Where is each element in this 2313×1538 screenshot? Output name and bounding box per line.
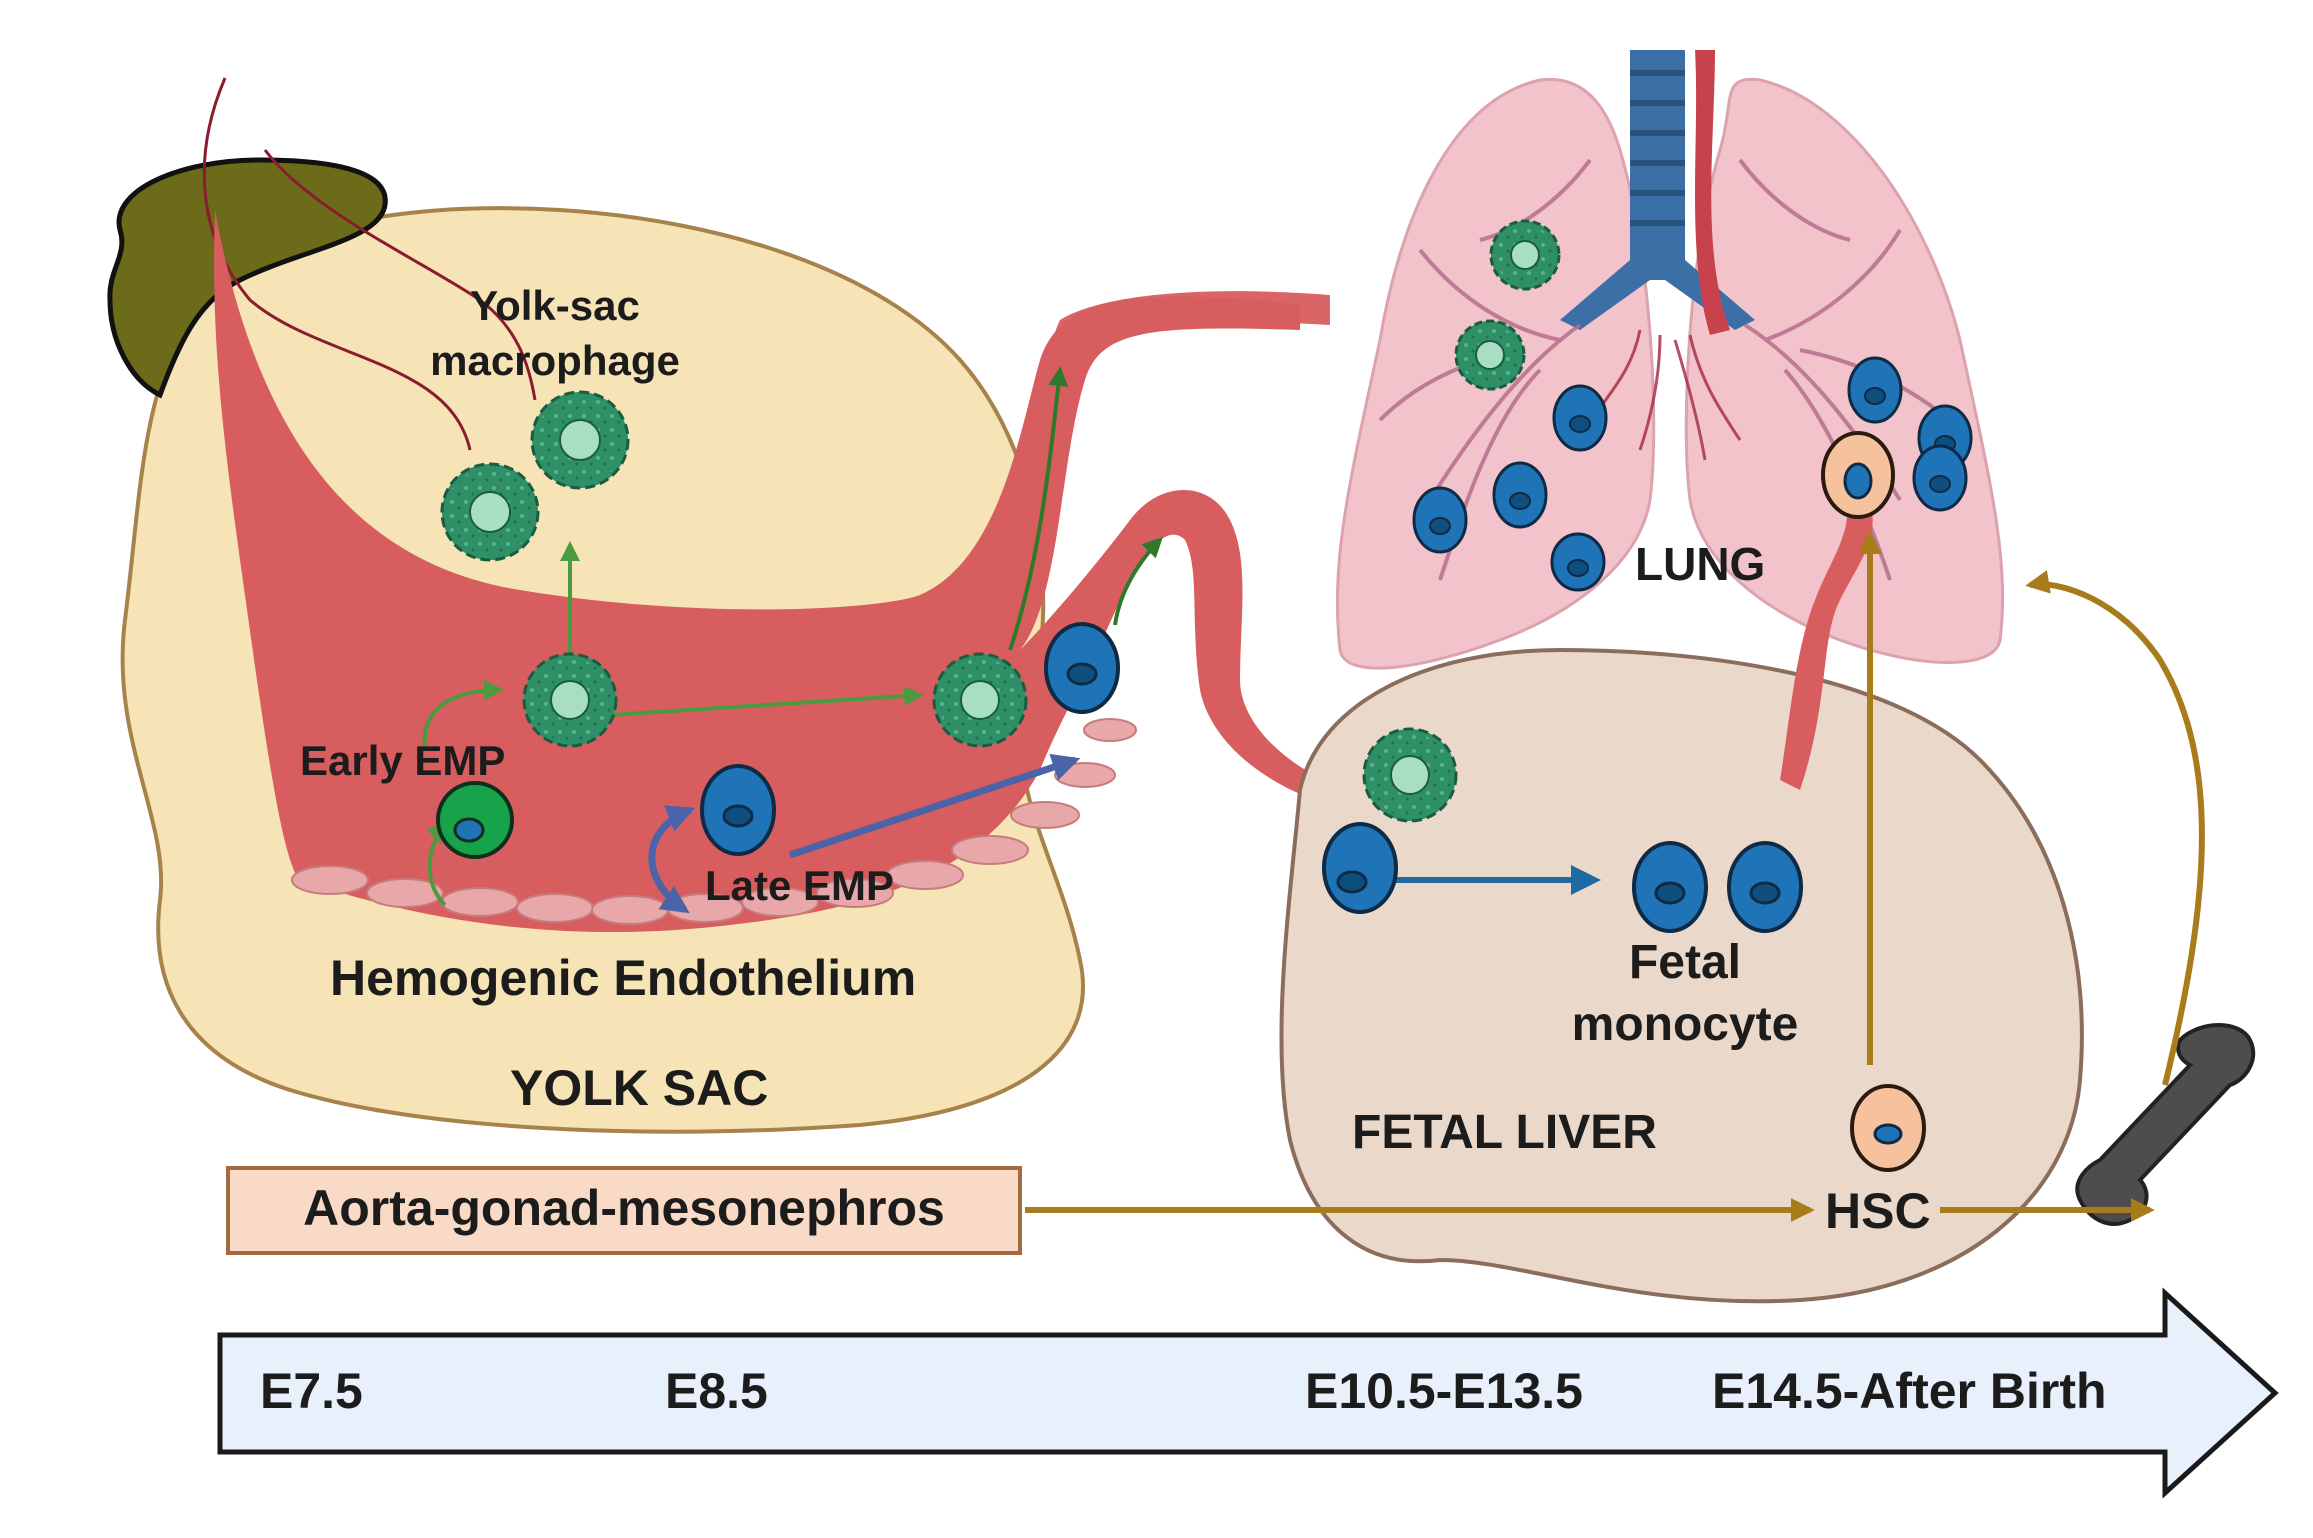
monocyte-icon [700, 764, 776, 856]
monocyte-icon [1550, 532, 1606, 592]
hsc-label: HSC [1825, 1183, 1931, 1239]
yolk-sac-macrophage-label-line2: macrophage [430, 337, 680, 384]
bone-icon [2075, 1023, 2256, 1226]
early-emp-label: Early EMP [300, 737, 505, 784]
monocyte-icon [1632, 841, 1708, 933]
monocyte-icon [1322, 822, 1398, 914]
monocyte-icon [1912, 444, 1968, 512]
macrophage-icon [932, 652, 1028, 748]
macrophage-icon [1362, 727, 1458, 823]
gold-arrows [1025, 530, 2205, 1222]
monocyte-icon [1727, 841, 1803, 933]
blue-arrows [648, 753, 1081, 914]
macrophage-icon [1489, 219, 1561, 291]
monocyte-icon [1552, 384, 1608, 452]
timeline-e14-5-after-birth: E14.5-After Birth [1712, 1363, 2107, 1419]
macrophage-icon [522, 652, 618, 748]
placenta-icon [107, 157, 388, 399]
vessel-liver-to-lung [1780, 495, 1873, 790]
hsc-cells [1821, 431, 1926, 1172]
macrophage-icon [530, 390, 630, 490]
hsc-icon [1850, 1084, 1926, 1172]
timeline-e10-5-e13-5: E10.5-E13.5 [1305, 1363, 1583, 1419]
monocyte-icon [1492, 461, 1548, 529]
yolk-sac-label: YOLK SAC [510, 1060, 768, 1116]
agm-label: Aorta-gonad-mesonephros [303, 1180, 945, 1236]
timeline-e7-5: E7.5 [260, 1363, 363, 1419]
lung-label: LUNG [1635, 538, 1765, 590]
late-emp-label: Late EMP [705, 862, 894, 909]
monocyte-cells [700, 356, 1973, 933]
timeline-arrow [217, 1287, 2279, 1499]
green-arrows [422, 366, 1163, 907]
macrophage-icon [1454, 319, 1526, 391]
timeline-e8-5: E8.5 [665, 1363, 768, 1419]
agm-box [226, 1166, 1022, 1255]
monocyte-icon [1412, 486, 1468, 554]
macrophage-icon [440, 462, 540, 562]
early-emp-icon [436, 781, 514, 859]
fetal-monocyte-label-line2: monocyte [1572, 998, 1799, 1051]
endothelium-cells [291, 718, 1137, 925]
hsc-icon [1821, 431, 1895, 519]
fetal-monocyte-label-line1: Fetal [1629, 936, 1741, 989]
macrophage-cells [440, 219, 1561, 823]
umbilical-threads [202, 77, 537, 451]
hemogenic-endothelium-label: Hemogenic Endothelium [330, 950, 916, 1006]
fetal-liver-label: FETAL LIVER [1352, 1106, 1657, 1159]
monocyte-icon [1847, 356, 1903, 424]
monocyte-icon [1044, 622, 1120, 714]
yolk-sac-macrophage-label-line1: Yolk-sac [470, 282, 640, 329]
vessel-to-lung [1020, 291, 1330, 540]
